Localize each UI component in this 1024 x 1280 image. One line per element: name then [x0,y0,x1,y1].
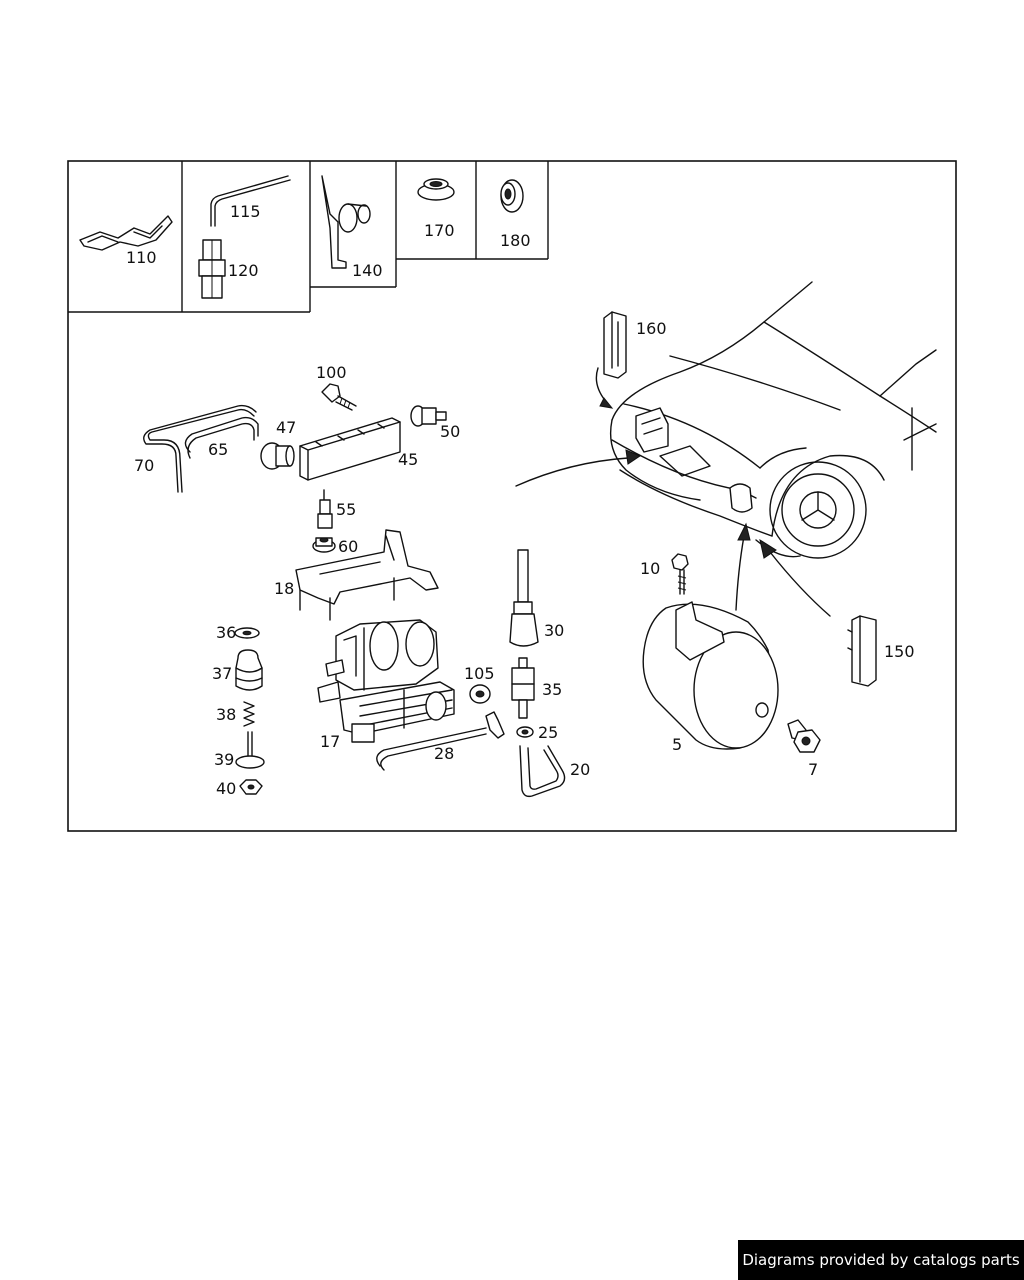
part-45-valve-block-icon[interactable] [299,417,401,481]
part-47-nut-icon[interactable] [260,442,295,470]
part-38-spring-icon[interactable] [243,701,255,727]
label-47: 47 [276,418,296,437]
label-40: 40 [216,779,236,798]
part-160-relay-icon[interactable] [595,311,627,409]
label-100: 100 [316,363,347,382]
label-17: 17 [320,732,340,751]
part-10-bolt-icon[interactable] [671,553,689,595]
part-35-dryer-icon[interactable] [511,657,535,719]
diagram-frame [67,160,957,832]
part-70-hose-icon[interactable] [143,404,257,493]
label-50: 50 [440,422,460,441]
credit-banner: Diagrams provided by catalogs parts [738,1240,1024,1280]
part-17-compressor-icon[interactable] [317,619,455,743]
part-18-mounting-bracket-icon[interactable] [295,529,439,621]
label-105: 105 [464,664,495,683]
label-150: 150 [884,642,915,661]
part-170-grommet-icon[interactable] [417,178,455,201]
label-180: 180 [500,231,531,250]
part-105-cap-icon[interactable] [469,684,491,704]
part-55-fitting-icon[interactable] [317,489,333,529]
label-18: 18 [274,579,294,598]
pointer-arrows [515,449,831,617]
part-7-drain-plug-icon[interactable] [787,719,821,753]
label-36: 36 [216,623,236,642]
part-39-stud-icon[interactable] [235,731,265,769]
part-65-hose-icon[interactable] [184,416,259,459]
part-37-mount-icon[interactable] [235,649,263,691]
part-60-nut-icon[interactable] [312,537,336,553]
part-25-clamp-icon[interactable] [516,726,534,738]
part-40-nut-icon[interactable] [239,779,263,795]
label-37: 37 [212,664,232,683]
part-115-pipe-icon[interactable] [210,175,291,227]
label-160: 160 [636,319,667,338]
label-55: 55 [336,500,356,519]
part-150-relay-icon[interactable] [847,615,877,687]
label-45: 45 [398,450,418,469]
label-38: 38 [216,705,236,724]
label-35: 35 [542,680,562,699]
label-70: 70 [134,456,154,475]
part-number-labels: 110 115 120 140 170 180 160 100 47 50 65… [126,202,915,798]
label-120: 120 [228,261,259,280]
label-140: 140 [352,261,383,280]
label-25: 25 [538,723,558,742]
label-110: 110 [126,248,157,267]
label-60: 60 [338,537,358,556]
part-140-bracket-icon[interactable] [321,175,371,269]
part-100-bolt-icon[interactable] [321,383,357,411]
part-120-union-icon[interactable] [198,239,226,299]
label-65: 65 [208,440,228,459]
label-5: 5 [672,735,682,754]
inset-boxes [68,161,549,313]
label-39: 39 [214,750,234,769]
vehicle-front-illustration [609,281,937,559]
part-5-air-reservoir-icon[interactable] [642,601,779,750]
part-36-washer-icon[interactable] [234,627,260,639]
part-110-clip-icon[interactable] [79,215,173,251]
label-28: 28 [434,744,454,763]
vehicle-mounted-component-icon [635,407,753,513]
label-20: 20 [570,760,590,779]
part-50-sensor-icon[interactable] [410,405,447,427]
label-30: 30 [544,621,564,640]
label-170: 170 [424,221,455,240]
label-115: 115 [230,202,261,221]
part-28-line-icon[interactable] [376,711,505,771]
label-10: 10 [640,559,660,578]
part-30-filter-icon[interactable] [509,549,539,647]
label-7: 7 [808,760,818,779]
part-20-hose-icon[interactable] [519,745,566,798]
part-180-grommet-icon[interactable] [500,179,524,213]
